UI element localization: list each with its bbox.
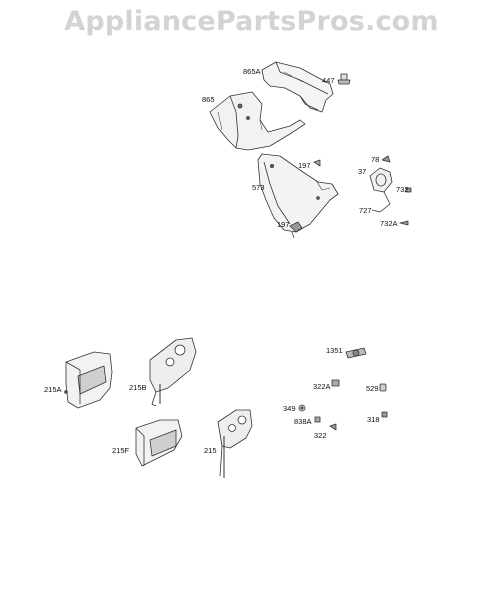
part-197-screw-b [289,221,303,239]
part-215F-shape [135,419,183,467]
label-318: 318 [367,415,380,424]
watermark: AppliancePartsPros.com [64,6,439,37]
label-215F: 215F [112,446,130,455]
label-732A: 732A [380,219,398,228]
part-732A-shape [399,220,409,226]
label-197-bottom: 197 [277,220,290,229]
part-573-shape [257,153,339,233]
label-447: 447 [322,76,335,85]
label-322A: 322A [313,382,331,391]
label-1351: 1351 [326,346,343,355]
label-727: 727 [359,206,372,215]
part-732-shape [405,187,412,193]
part-838A-shape [314,416,321,423]
label-838A: 838A [294,417,312,426]
part-322A-shape [331,379,340,387]
part-1351-shape [345,347,367,359]
part-865A-shape [261,61,334,113]
part-349-shape [298,404,306,412]
part-37-shape [369,167,393,193]
label-349: 349 [283,404,296,413]
label-865: 865 [202,95,215,104]
part-727-shape [371,191,391,213]
part-78-shape [381,155,391,163]
label-573: 573 [252,183,265,192]
label-865A: 865A [243,67,261,76]
part-865-shape [209,91,306,151]
part-318-shape [381,411,388,418]
part-197-screw-a [313,159,321,167]
label-37: 37 [358,167,367,176]
part-215B-shape [149,337,197,407]
label-322: 322 [314,431,327,440]
label-215B: 215B [129,383,147,392]
label-529: 529 [366,384,379,393]
part-215A-shape [64,351,113,409]
label-197-top: 197 [298,161,311,170]
part-322-shape [329,423,337,431]
label-732: 732 [396,185,409,194]
part-215-shape [217,409,253,478]
part-447-shape [337,73,351,85]
label-215: 215 [204,446,217,455]
label-78: 78 [371,155,380,164]
part-529-shape [379,383,387,392]
label-215A: 215A [44,385,62,394]
